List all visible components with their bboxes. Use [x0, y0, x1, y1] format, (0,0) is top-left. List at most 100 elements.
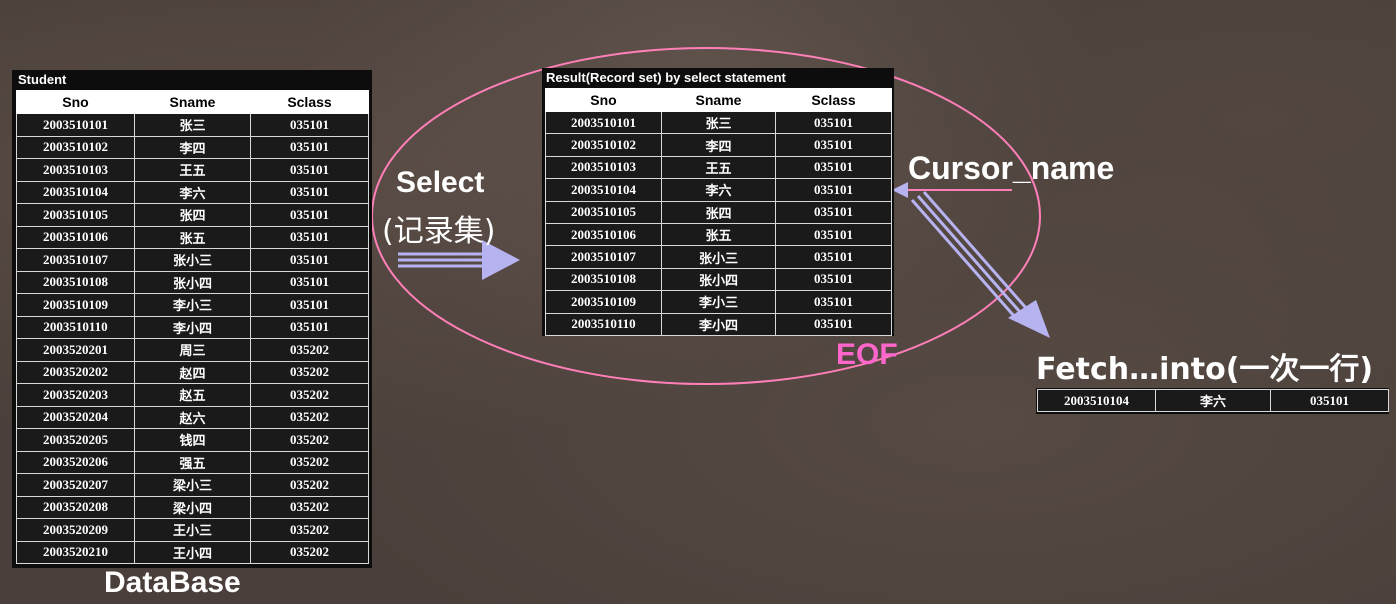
result-set-cell: 张五	[661, 222, 776, 247]
database-cell: 王小四	[134, 540, 251, 564]
result-set-column-header: Sname	[661, 88, 776, 112]
result-set-cell: 2003510109	[545, 290, 662, 314]
database-cell: 2003510108	[16, 270, 135, 294]
database-cell: 张四	[134, 203, 251, 227]
result-set-cell: 035101	[775, 245, 892, 269]
result-set-cell: 2003510101	[545, 110, 662, 135]
fetched-cell: 李六	[1155, 389, 1271, 412]
database-cell: 035202	[250, 540, 369, 564]
database-cell: 张小四	[134, 270, 251, 294]
database-cell: 2003520205	[16, 428, 135, 452]
database-cell: 035101	[250, 248, 369, 272]
database-column-header: Sclass	[250, 90, 369, 114]
database-cell: 2003520201	[16, 338, 135, 362]
database-cell: 2003520207	[16, 473, 135, 497]
fetch-into-label: Fetch…into(一次一行)	[1036, 352, 1374, 387]
result-set-cell: 035101	[775, 110, 892, 135]
result-set-cell: 张小三	[661, 245, 776, 269]
database-cell: 张五	[134, 225, 251, 249]
result-set-cell: 张四	[661, 200, 776, 224]
result-set-cell: 2003510110	[545, 312, 662, 336]
select-record-set-label: (记录集)	[382, 214, 496, 249]
database-cell: 2003520202	[16, 360, 135, 384]
database-cell: 李小三	[134, 293, 251, 317]
result-set-cell: 2003510104	[545, 178, 662, 202]
select-arrow	[398, 240, 520, 280]
database-cell: 2003510105	[16, 203, 135, 227]
database-cell: 2003520204	[16, 405, 135, 429]
result-set-column-header: Sno	[545, 88, 662, 112]
result-set-cell: 2003510102	[545, 133, 662, 157]
database-column-header: Sname	[134, 90, 251, 114]
result-set-cell: 035101	[775, 200, 892, 224]
database-cell: 035202	[250, 450, 369, 474]
result-set-column-header: Sclass	[775, 88, 892, 112]
result-set-cell: 2003510103	[545, 155, 662, 180]
result-set-cell: 王五	[661, 155, 776, 180]
result-set-cell: 035101	[775, 178, 892, 202]
database-cell: 周三	[134, 338, 251, 362]
database-cell: 035101	[250, 113, 369, 137]
database-cell: 035101	[250, 315, 369, 339]
database-cell: 035202	[250, 405, 369, 429]
database-column-header: Sno	[16, 90, 135, 114]
database-cell: 李六	[134, 180, 251, 204]
result-set-cell: 张小四	[661, 267, 776, 292]
database-cell: 2003520210	[16, 540, 135, 564]
database-cell: 2003510110	[16, 315, 135, 339]
result-set-cell: 李小三	[661, 290, 776, 314]
result-set-cell: 035101	[775, 155, 892, 180]
database-cell: 2003510102	[16, 135, 135, 159]
database-caption: DataBase	[104, 566, 241, 599]
database-cell: 赵六	[134, 405, 251, 429]
database-cell: 李小四	[134, 315, 251, 339]
database-cell: 王小三	[134, 518, 251, 542]
eof-label: EOF	[836, 338, 898, 371]
database-cell: 035101	[250, 158, 369, 182]
database-cell: 2003520209	[16, 518, 135, 542]
database-cell: 梁小四	[134, 495, 251, 519]
database-cell: 赵五	[134, 383, 251, 407]
result-set-cell: 李四	[661, 133, 776, 157]
database-cell: 赵四	[134, 360, 251, 384]
result-set-cell: 035101	[775, 312, 892, 336]
database-cell: 035101	[250, 203, 369, 227]
cursor-arrow	[892, 182, 1012, 198]
result-set-cell: 2003510108	[545, 267, 662, 292]
result-set-cell: 李小四	[661, 312, 776, 336]
result-set-cell: 李六	[661, 178, 776, 202]
database-cell: 035202	[250, 473, 369, 497]
result-set-cell: 035101	[775, 222, 892, 247]
select-label: Select	[396, 166, 485, 199]
fetch-arrow	[910, 191, 1050, 338]
